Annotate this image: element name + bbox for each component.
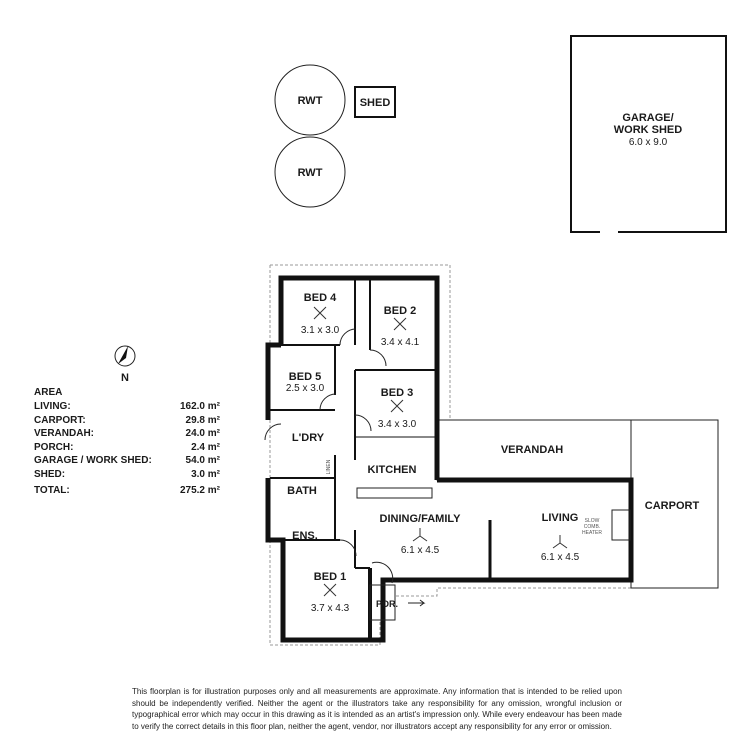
boundary-line [269,264,631,646]
linen-label: LINEN [326,459,332,474]
room-name: BED 4 [304,292,337,304]
room-name: BATH [287,485,317,497]
room-name: L'DRY [292,432,325,444]
room-name: DINING/FAMILY [380,513,462,525]
room-name: LIVING [542,512,579,524]
area-row: VERANDAH:24.0 m² [34,428,220,439]
walls [265,275,634,643]
heater-label: COMB. [584,524,600,530]
area-row: GARAGE / WORK SHED:54.0 m² [34,455,220,466]
room-name: BED 2 [384,305,416,317]
room-name: BED 3 [381,387,413,399]
north-label: N [121,372,129,384]
room-name: ENS. [292,530,318,542]
garage [570,35,727,233]
rwt-label: RWT [298,95,323,107]
room-size: 3.7 x 4.3 [311,603,350,614]
heater-label: SLOW [585,518,600,524]
shed-label: SHED [360,97,391,109]
room-name: POR. [376,599,398,609]
disclaimer: This floorplan is for illustration purpo… [132,687,622,731]
rainwater-tank [274,136,346,208]
rainwater-tank [274,64,346,136]
garage-size: 6.0 x 9.0 [629,137,668,148]
room-size: 3.4 x 3.0 [378,419,417,430]
area-total: TOTAL:275.2 m² [34,485,220,496]
room-size: 3.4 x 4.1 [381,337,420,348]
room-name: BED 5 [289,371,321,383]
area-row: LIVING:162.0 m² [34,401,220,412]
room-size: 6.1 x 4.5 [541,552,580,563]
garage-label: WORK SHED [614,124,683,136]
north-arrow-icon [114,345,136,367]
shed [354,86,396,118]
room-size: 6.1 x 4.5 [401,545,440,556]
garage-label: GARAGE/ [622,112,673,124]
room-size: 2.5 x 3.0 [286,383,325,394]
room-size: 3.1 x 3.0 [301,325,340,336]
doors [264,328,394,584]
room-name: VERANDAH [501,444,563,456]
area-row: CARPORT:29.8 m² [34,414,220,426]
heater-label: HEATER [582,530,602,536]
room-name: BED 1 [314,571,346,583]
area-title: AREA [34,387,63,398]
area-row: PORCH:2.4 m² [34,441,220,453]
room-name: CARPORT [645,500,700,512]
rwt-label: RWT [298,167,323,179]
area-row: SHED:3.0 m² [34,468,220,480]
ceiling-fan-icon [313,306,568,597]
entry-arrow-icon [408,599,426,607]
area-table: AREA LIVING:162.0 m² CARPORT:29.8 m² VER… [34,387,220,498]
room-name: KITCHEN [368,464,417,476]
